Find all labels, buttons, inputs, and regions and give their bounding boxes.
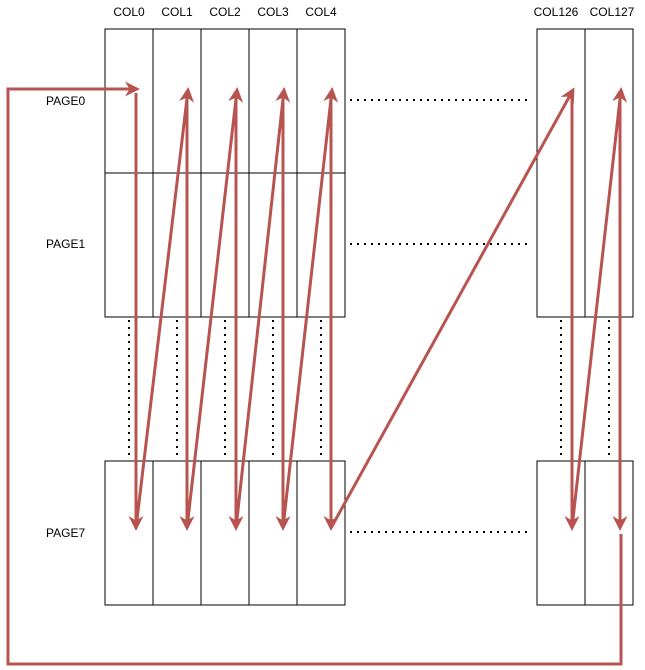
vertical-ellipsis-lines [128, 320, 610, 458]
wrap-around-arrow [6, 81, 623, 666]
horizontal-ellipsis-lines [350, 99, 532, 533]
col-label-1: COL1 [161, 5, 193, 19]
col2-to-col3-jump-arrow [234, 87, 291, 529]
left-block-page0-row [104, 28, 346, 174]
col1-to-col2-jump-arrow [185, 87, 244, 529]
col-label-2: COL2 [209, 5, 241, 19]
col-label-4: COL4 [305, 5, 337, 19]
col126-to-col127-jump-arrow [570, 87, 628, 529]
left-block-page7-row [104, 460, 346, 606]
page-label-0: PAGE0 [46, 94, 85, 108]
page-label-1: PAGE1 [46, 237, 85, 251]
col-label-3: COL3 [257, 5, 289, 19]
col-label-127: COL127 [590, 5, 635, 19]
page-label-7: PAGE7 [46, 526, 85, 540]
col-label-126: COL126 [534, 5, 579, 19]
col3-to-col4-jump-arrow [281, 87, 339, 529]
col4-to-col126-jump-arrow [329, 87, 575, 529]
col0-to-col1-jump-arrow [134, 87, 195, 529]
col-label-0: COL0 [113, 5, 145, 19]
right-block-top [536, 28, 634, 318]
scan-order-arrows [6, 81, 628, 666]
right-block-page7 [536, 460, 634, 606]
left-block-page1-row [104, 172, 346, 318]
